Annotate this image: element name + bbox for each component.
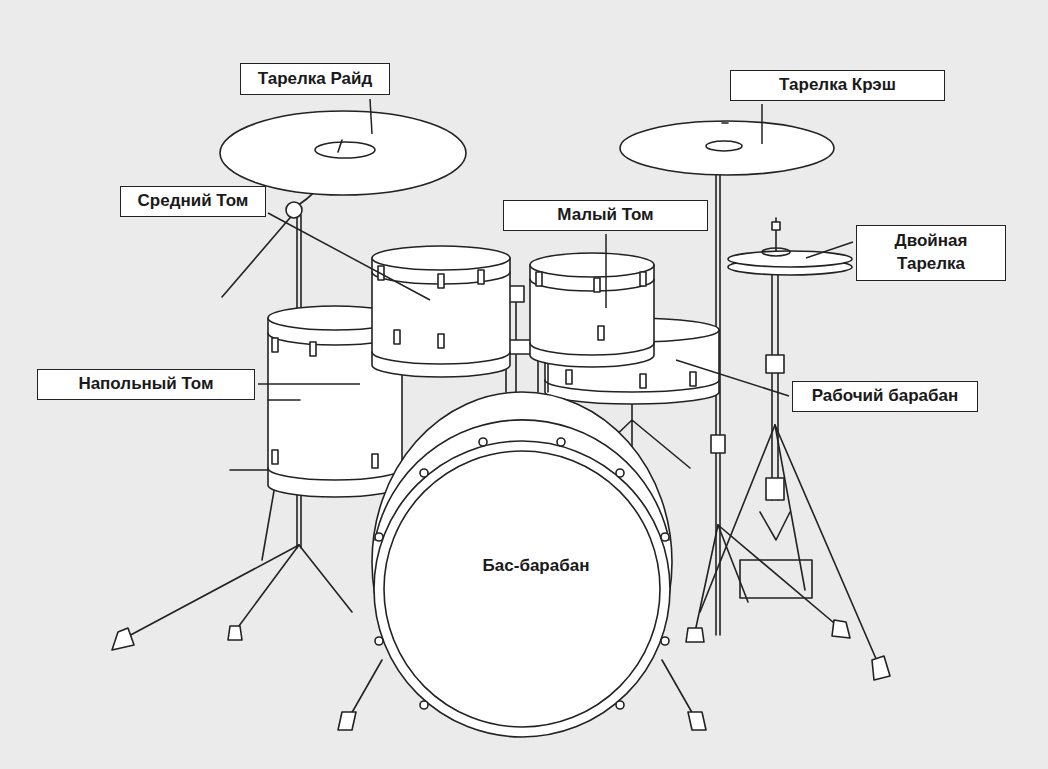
part-name: Тарелка Райд [258,68,373,91]
leader-line [370,99,372,134]
hi-hat-cymbals [728,222,852,275]
part-label: Рабочий барабан [792,381,978,412]
part-name: Двойная Тарелка [875,230,987,276]
part-label: Двойная Тарелка [856,225,1006,281]
small-tom [530,253,654,367]
leader-line [258,383,360,385]
part-label: Средний Том [120,186,266,217]
part-label: Малый Том [503,200,708,231]
part-name: Бас-барабан [483,555,590,578]
part-label: Напольный Том [37,369,255,400]
leader-line [806,242,853,258]
hi-hat-stand [700,218,890,680]
part-name: Тарелка Крэш [779,74,896,97]
ride-cymbal [220,111,466,195]
leader-lines [258,99,853,396]
mid-tom [372,246,510,377]
part-name: Средний Том [138,190,249,213]
bass-drum [338,392,706,737]
leader-line [761,104,763,144]
part-label: Тарелка Крэш [730,70,945,101]
part-name: Рабочий барабан [812,385,959,408]
part-name: Малый Том [557,204,653,227]
crash-cymbal [620,121,834,175]
part-label: Тарелка Райд [240,63,390,95]
leader-line [676,360,789,396]
leader-line [268,213,430,300]
part-label: Бас-барабан [455,550,617,582]
leader-line [605,234,607,308]
part-name: Напольный Том [78,373,213,396]
